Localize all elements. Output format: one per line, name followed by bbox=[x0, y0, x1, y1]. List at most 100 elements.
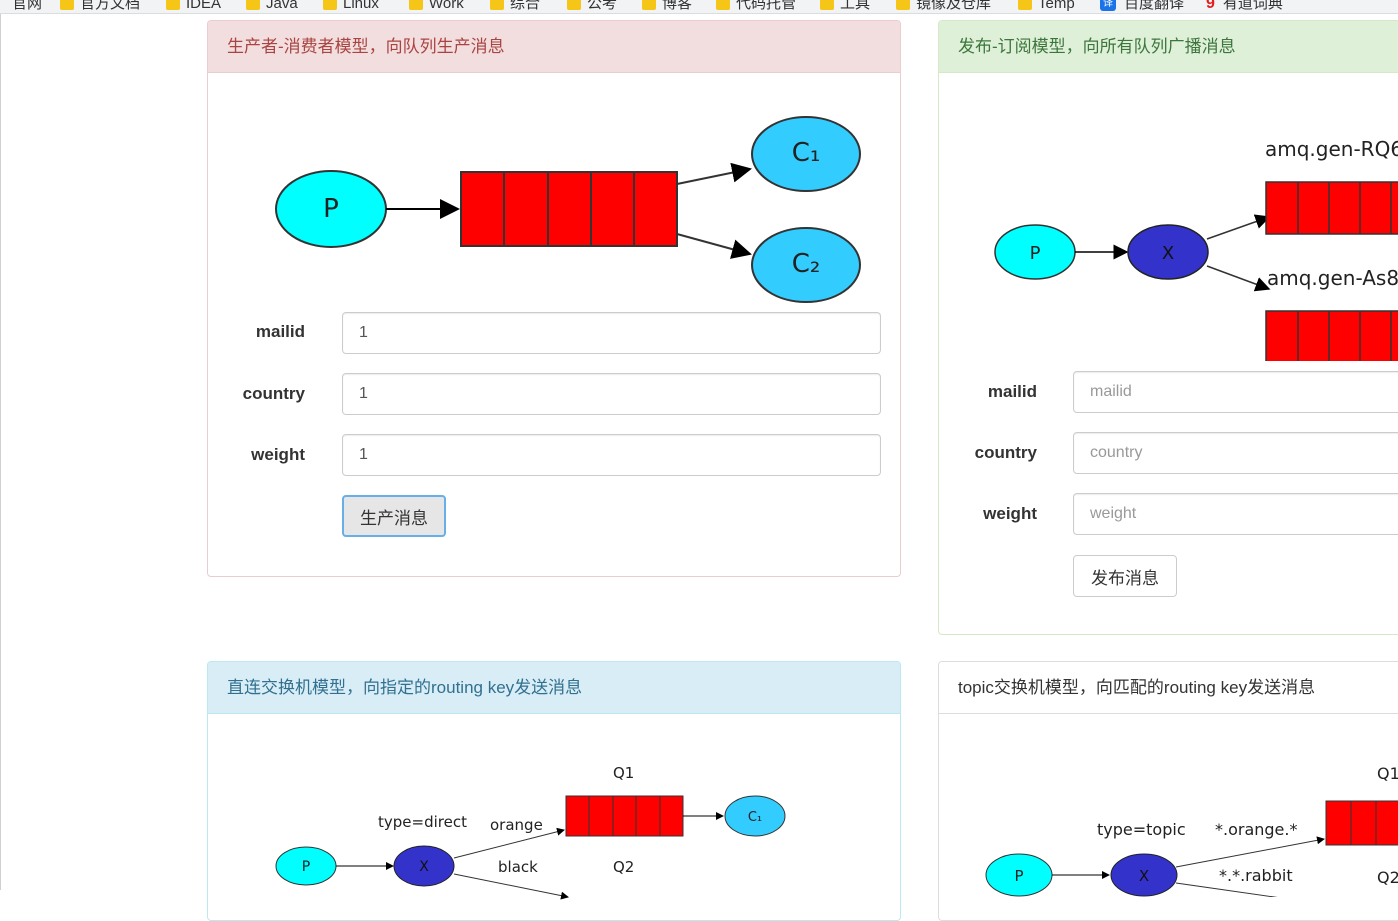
bookmark-youdao[interactable]: 9 有道词典 bbox=[1206, 0, 1283, 13]
bookmark-idea[interactable]: IDEA bbox=[166, 0, 221, 13]
arrow bbox=[676, 233, 752, 259]
exchange-label: X bbox=[1162, 243, 1174, 264]
weight-input[interactable] bbox=[342, 434, 881, 476]
consumer2-node bbox=[751, 227, 861, 303]
queue2-label: Q2 bbox=[613, 858, 634, 876]
consumer1-node bbox=[724, 795, 786, 837]
bookmark-work[interactable]: Work bbox=[409, 0, 464, 13]
bookmarks-bar: 官网 官方文档 IDEA Java Linux Work 综合 公考 博客 代码… bbox=[0, 0, 1398, 14]
direct-exchange-panel: 直连交换机模型，向指定的routing key发送消息 P X type=dir… bbox=[207, 661, 901, 921]
queue1-node bbox=[565, 795, 684, 837]
produce-message-button[interactable]: 生产消息 bbox=[342, 495, 446, 537]
bookmark-docs[interactable]: 官方文档 bbox=[60, 0, 140, 13]
arrow bbox=[453, 873, 569, 900]
folder-icon bbox=[246, 0, 260, 10]
exchange-type-label: type=topic bbox=[1097, 820, 1186, 839]
mailid-input[interactable] bbox=[1073, 371, 1398, 413]
bookmark-label: 官网 bbox=[12, 0, 43, 12]
producer-consumer-panel: 生产者-消费者模型，向队列生产消息 P C₁ C₂ mailid country… bbox=[207, 20, 901, 577]
producer-label: P bbox=[302, 859, 310, 875]
route1-label: *.orange.* bbox=[1215, 820, 1297, 839]
country-input[interactable] bbox=[342, 373, 881, 415]
producer-label: P bbox=[1014, 867, 1023, 885]
exchange-node bbox=[1127, 224, 1209, 280]
consumer1-label: C₁ bbox=[748, 810, 762, 825]
arrow bbox=[1175, 882, 1278, 897]
folder-icon bbox=[567, 0, 581, 10]
route2-label: *.*.rabbit bbox=[1219, 866, 1293, 885]
queue-node bbox=[460, 171, 678, 247]
arrow bbox=[453, 827, 565, 859]
fanout-diagram: P X amq.gen-RQ6 amq.gen-As8 bbox=[994, 137, 1398, 361]
bookmark-label: 综合 bbox=[510, 0, 541, 12]
queue2-label: amq.gen-As8 bbox=[1267, 266, 1398, 290]
bookmark-label: Temp bbox=[1038, 0, 1075, 12]
topic-exchange-panel: topic交换机模型，向匹配的routing key发送消息 P X type=… bbox=[938, 661, 1398, 921]
direct-diagram: P X type=direct orange black Q1 C₁ Q2 bbox=[275, 764, 786, 900]
bookmark-label: 博客 bbox=[662, 0, 693, 12]
bookmark-label: 官方文档 bbox=[80, 0, 141, 12]
bookmark-baidu-translate[interactable]: 译百度翻译 bbox=[1100, 0, 1184, 13]
bookmark-guanwang[interactable]: 官网 bbox=[12, 0, 42, 13]
route2-label: black bbox=[498, 858, 538, 876]
folder-icon bbox=[896, 0, 910, 10]
mailid-input[interactable] bbox=[342, 312, 881, 354]
bookmark-zonghe[interactable]: 综合 bbox=[490, 0, 540, 13]
bookmark-label: 代码托管 bbox=[736, 0, 797, 12]
youdao-icon: 9 bbox=[1206, 0, 1215, 12]
country-input[interactable] bbox=[1073, 432, 1398, 474]
bookmark-label: 有道词典 bbox=[1222, 0, 1283, 12]
bookmark-label: 工具 bbox=[840, 0, 871, 12]
bookmark-label: Java bbox=[266, 0, 298, 12]
folder-icon bbox=[60, 0, 74, 10]
work-queue-diagram: P C₁ C₂ bbox=[275, 116, 861, 303]
route1-label: orange bbox=[490, 816, 543, 834]
publish-subscribe-panel: 发布-订阅模型，向所有队列广播消息 P X amq.gen-RQ6 amq.ge… bbox=[938, 20, 1398, 635]
exchange-type-label: type=direct bbox=[378, 813, 467, 831]
weight-label: weight bbox=[251, 445, 305, 464]
bookmark-label: Work bbox=[429, 0, 464, 12]
queue1-node bbox=[1265, 181, 1398, 235]
folder-icon bbox=[820, 0, 834, 10]
bookmark-label: 百度翻译 bbox=[1124, 0, 1185, 12]
bookmark-java[interactable]: Java bbox=[246, 0, 298, 13]
bookmark-tools[interactable]: 工具 bbox=[820, 0, 870, 13]
publish-message-button[interactable]: 发布消息 bbox=[1073, 555, 1177, 597]
bookmark-label: 镜像及仓库 bbox=[916, 0, 992, 12]
bookmark-gongkao[interactable]: 公考 bbox=[567, 0, 617, 13]
mailid-label: mailid bbox=[987, 382, 1037, 401]
bookmark-label: 公考 bbox=[587, 0, 618, 12]
arrow bbox=[1206, 214, 1271, 240]
panel-title: topic交换机模型，向匹配的routing key发送消息 bbox=[939, 662, 1398, 714]
arrow bbox=[1206, 265, 1271, 292]
exchange-node bbox=[393, 845, 455, 887]
exchange-label: X bbox=[1139, 867, 1149, 885]
producer-label: P bbox=[1030, 243, 1041, 264]
folder-icon bbox=[409, 0, 423, 10]
queue1-node bbox=[1325, 800, 1398, 846]
mailid-label: mailid bbox=[255, 322, 305, 341]
folder-icon bbox=[166, 0, 180, 10]
page-left-border bbox=[0, 14, 1, 890]
bookmark-linux[interactable]: Linux bbox=[323, 0, 379, 13]
bookmark-temp[interactable]: Temp bbox=[1018, 0, 1075, 13]
folder-icon bbox=[490, 0, 504, 10]
consumer1-label: C₁ bbox=[792, 138, 821, 168]
weight-label: weight bbox=[983, 504, 1037, 523]
translate-icon: 译 bbox=[1100, 0, 1116, 12]
producer-label: P bbox=[323, 194, 339, 224]
bookmark-blog[interactable]: 博客 bbox=[642, 0, 692, 13]
bookmark-mirrors[interactable]: 镜像及仓库 bbox=[896, 0, 991, 13]
queue1-label: amq.gen-RQ6 bbox=[1265, 137, 1398, 161]
arrow bbox=[676, 162, 752, 185]
queue1-label: Q1 bbox=[1377, 764, 1398, 783]
consumer1-node bbox=[751, 116, 861, 192]
folder-icon bbox=[716, 0, 730, 10]
queue2-label: Q2 bbox=[1377, 868, 1398, 887]
weight-input[interactable] bbox=[1073, 493, 1398, 535]
topic-diagram: P X type=topic *.orange.* *.*.rabbit Q1 … bbox=[985, 764, 1398, 897]
bookmark-code-hosting[interactable]: 代码托管 bbox=[716, 0, 796, 13]
arrow bbox=[1175, 836, 1325, 868]
panel-title: 直连交换机模型，向指定的routing key发送消息 bbox=[208, 662, 900, 714]
queue2-node bbox=[1265, 310, 1398, 361]
